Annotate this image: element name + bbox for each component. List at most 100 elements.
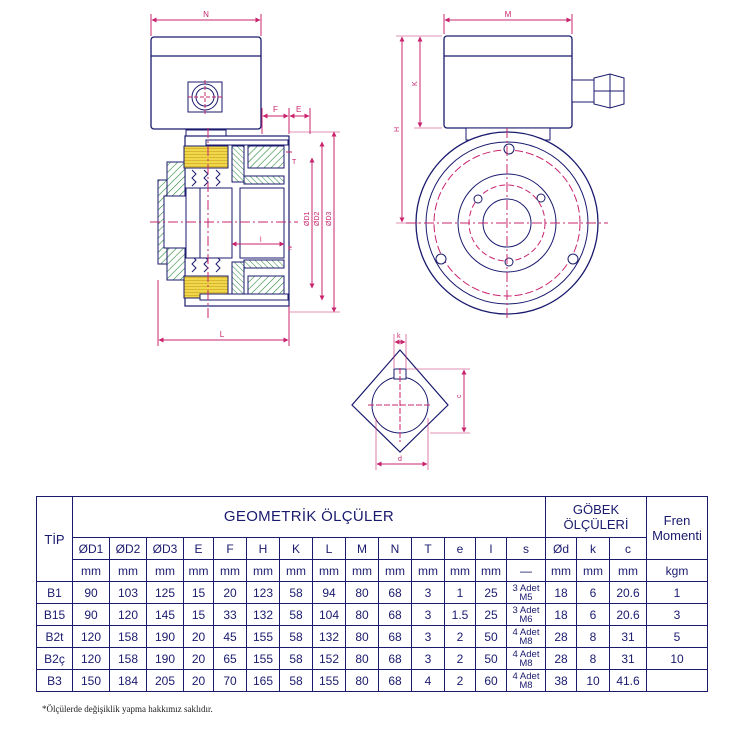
front-view: M K H [394,10,625,320]
value-cell: 25 [475,603,507,626]
dim-D2-label: ØD2 [314,212,321,227]
value-cell: 45 [213,625,247,648]
value-cell: 28 [545,647,577,670]
value-cell: 65 [213,647,247,670]
unit-cell: mm [475,559,507,582]
value-cell: 28 [545,625,577,648]
value-cell: 15 [183,581,214,604]
unit-cell: mm [312,559,346,582]
value-cell: 50 [475,625,507,648]
column-header: ØD1 [72,537,110,560]
value-cell: 70 [213,669,247,692]
brake-torque-header: Fren Momenti [646,496,708,560]
value-cell: 41.6 [609,669,647,692]
value-cell: 20 [183,647,214,670]
value-cell: 4 Adet M8 [506,625,546,648]
column-header: c [609,537,647,560]
column-header: Ød [545,537,577,560]
unit-cell: mm [146,559,184,582]
value-cell: 68 [378,647,412,670]
value-cell: 20 [213,581,247,604]
value-cell: 165 [246,669,280,692]
dim-T-label: T [292,159,297,166]
value-cell: 1 [444,581,476,604]
dim-L-label: L [220,330,225,339]
value-cell: 33 [213,603,247,626]
value-cell: 80 [345,581,379,604]
value-cell: 158 [109,647,147,670]
value-cell: 68 [378,669,412,692]
type-cell: B1 [36,581,73,604]
value-cell: 152 [312,647,346,670]
unit-cell: — [506,559,546,582]
value-cell: 6 [576,581,610,604]
value-cell: 120 [72,625,110,648]
value-cell: 145 [146,603,184,626]
unit-cell: mm [411,559,445,582]
value-cell: 50 [475,647,507,670]
cable-gland-icon [187,80,223,114]
column-header: s [506,537,546,560]
value-cell: 1.5 [444,603,476,626]
value-cell: 31 [609,647,647,670]
value-cell: 68 [378,625,412,648]
value-cell: 25 [475,581,507,604]
value-cell: 4 Adet M8 [506,669,546,692]
value-cell: 80 [345,647,379,670]
hub-header: GÖBEK ÖLÇÜLERİ [545,496,647,538]
cable-gland-side-icon [571,73,625,109]
value-cell: 20 [183,625,214,648]
value-cell: 58 [279,669,313,692]
value-cell [646,669,708,692]
value-cell: 1 [646,581,708,604]
value-cell: 8 [576,647,610,670]
value-cell: 3 [411,603,445,626]
value-cell: 68 [378,603,412,626]
value-cell: 120 [72,647,110,670]
value-cell: 120 [109,603,147,626]
dim-K-label: K [412,81,419,86]
tip-header: TİP [36,496,73,582]
unit-cell: mm [545,559,577,582]
value-cell: 20.6 [609,603,647,626]
unit-cell: mm [279,559,313,582]
value-cell: 158 [109,625,147,648]
column-header: N [378,537,412,560]
type-cell: B2ç [36,647,73,670]
value-cell: 104 [312,603,346,626]
value-cell: 58 [279,647,313,670]
value-cell: 3 [646,603,708,626]
value-cell: 58 [279,625,313,648]
value-cell: 184 [109,669,147,692]
value-cell: 4 [411,669,445,692]
column-header: M [345,537,379,560]
column-header: e [444,537,476,560]
unit-cell: kgm [646,559,708,582]
column-header: l [475,537,507,560]
value-cell: 4 Adet M8 [506,647,546,670]
value-cell: 10 [646,647,708,670]
value-cell: 125 [146,581,184,604]
dim-k-label: k [397,333,401,340]
type-cell: B15 [36,603,73,626]
hub-detail-view: k c d [351,333,470,470]
value-cell: 90 [72,581,110,604]
value-cell: 15 [183,603,214,626]
unit-cell: mm [444,559,476,582]
type-cell: B2t [36,625,73,648]
column-header: ØD2 [109,537,147,560]
value-cell: 90 [72,603,110,626]
unit-cell: mm [609,559,647,582]
dim-E-label: E [296,105,301,114]
value-cell: 123 [246,581,280,604]
value-cell: 155 [312,669,346,692]
terminal-box-front [443,35,573,129]
dim-F-label: F [273,105,278,114]
value-cell: 6 [576,603,610,626]
value-cell: 80 [345,603,379,626]
